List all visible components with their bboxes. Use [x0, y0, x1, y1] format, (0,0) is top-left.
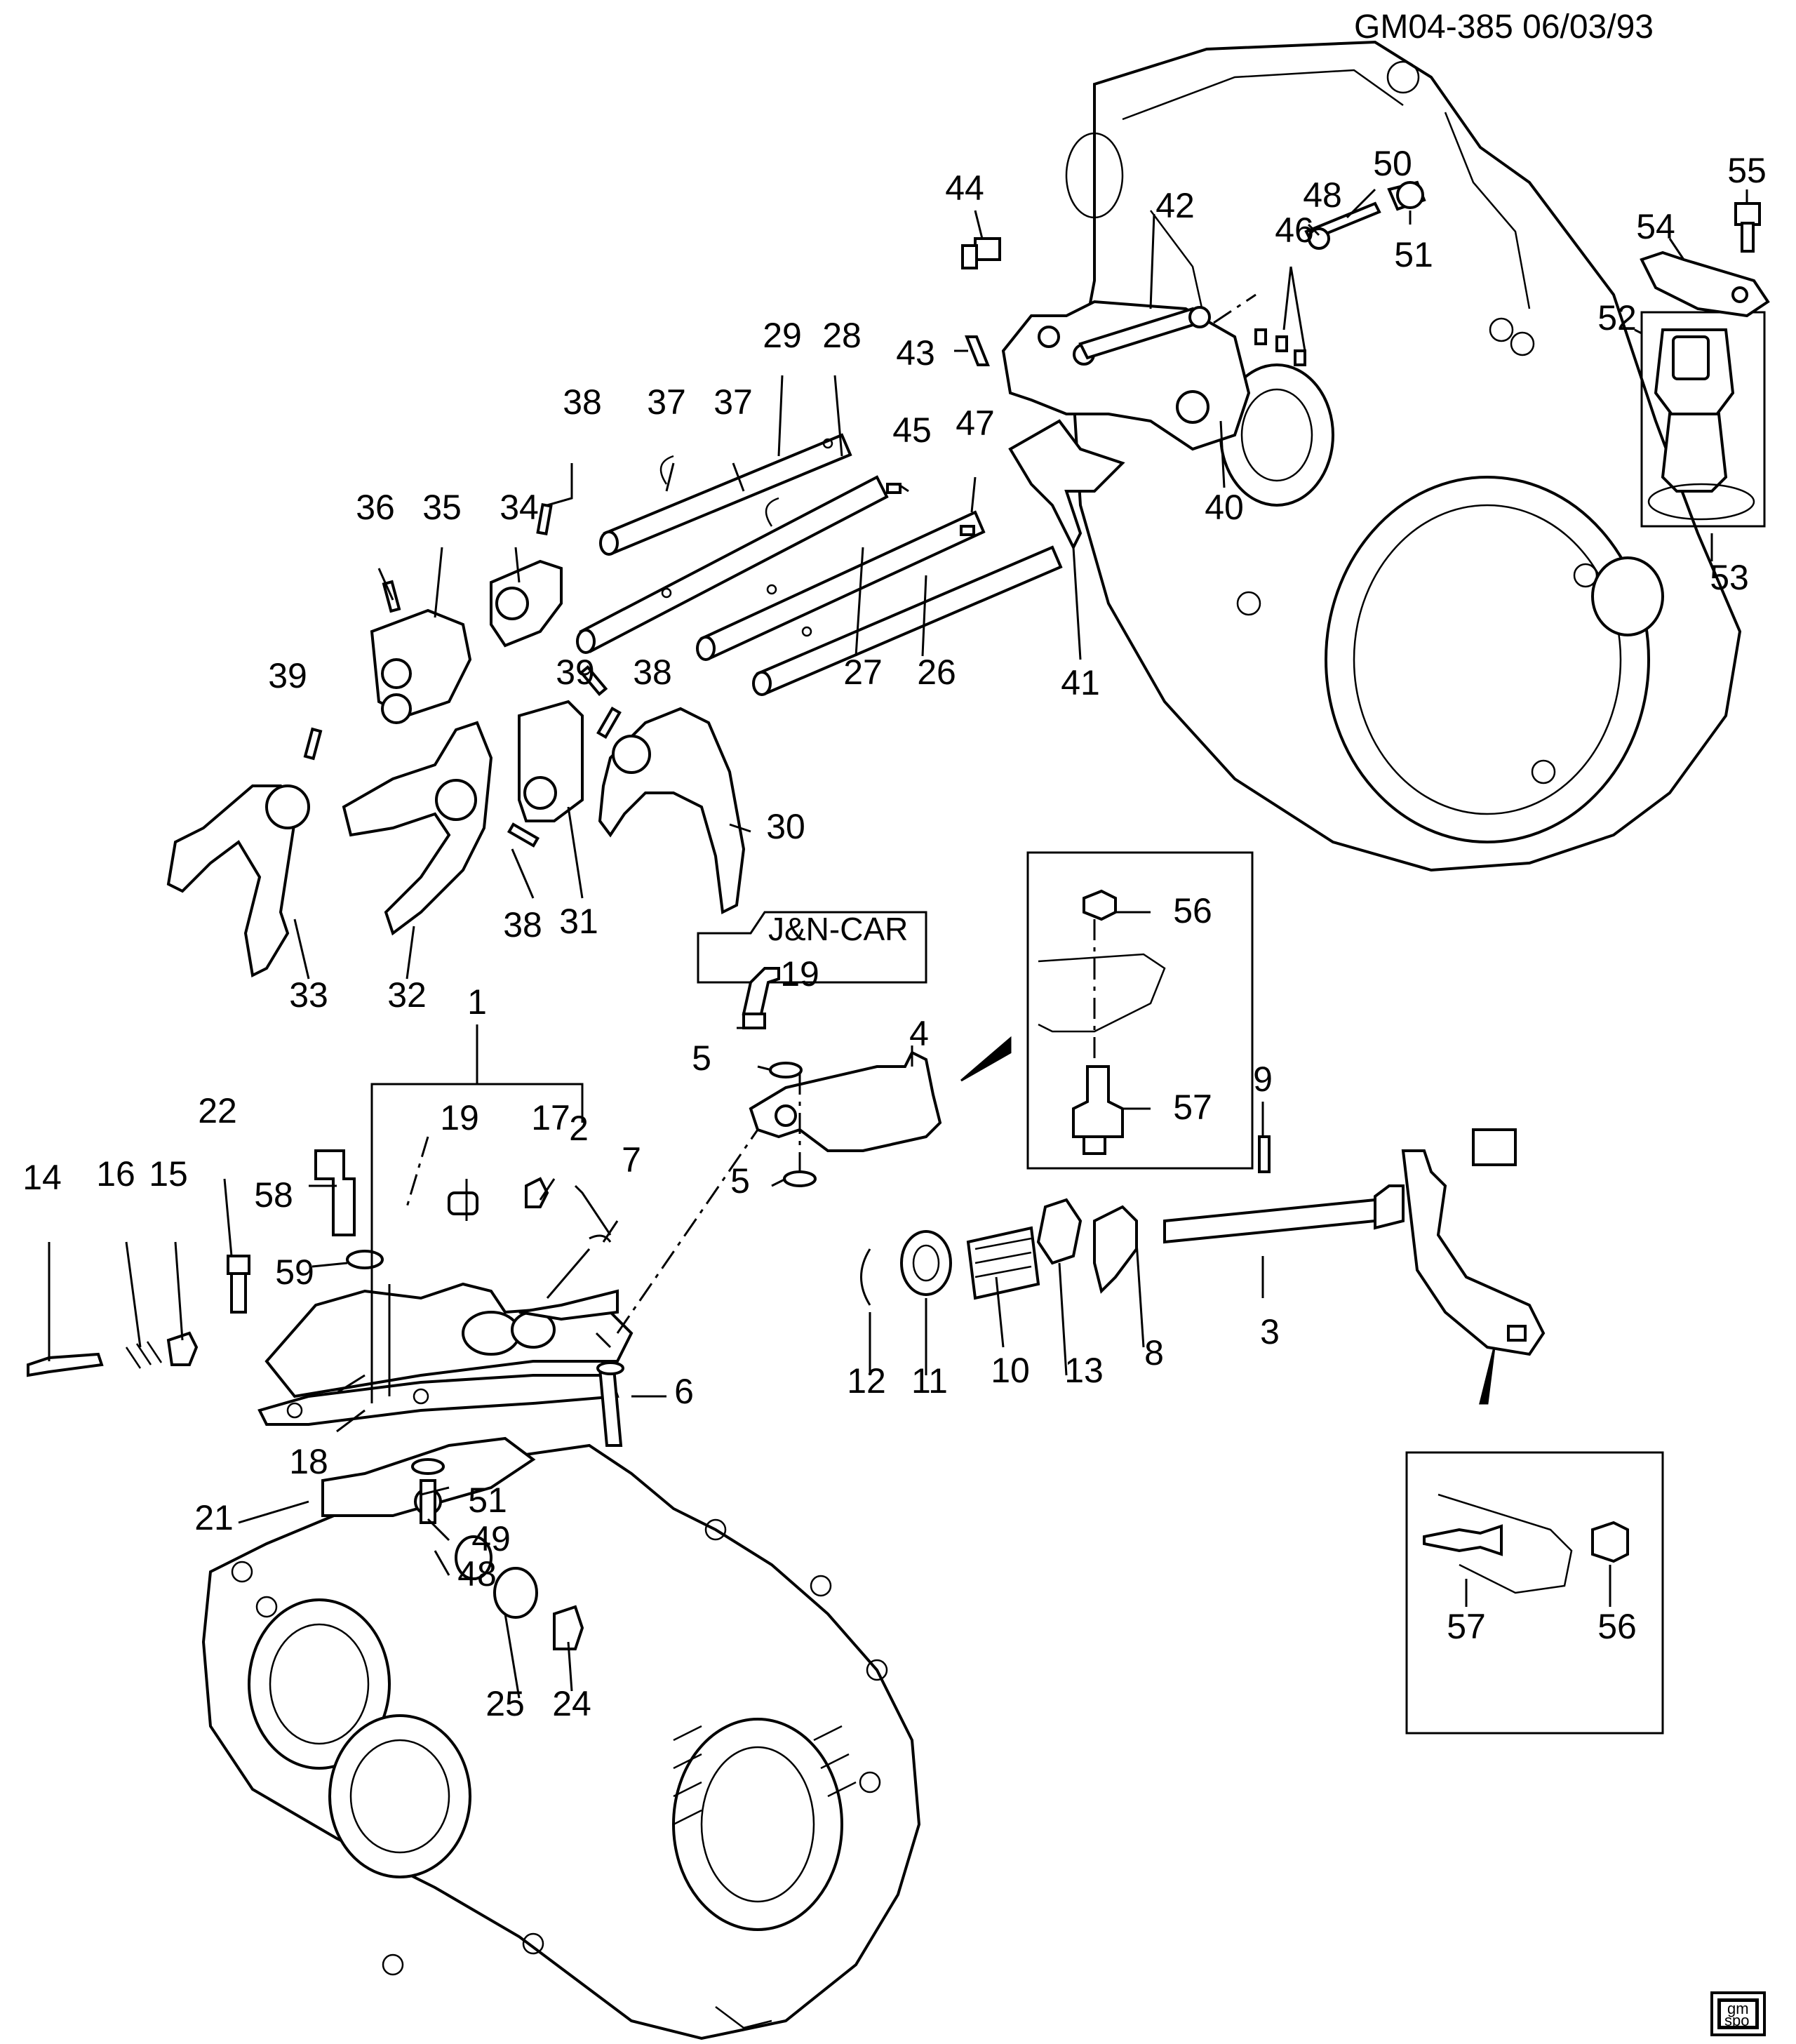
inset-box-56-57 [960, 851, 1254, 1170]
callout-28: 28 [822, 316, 862, 355]
diagram-header-code: GM04-385 06/03/93 [1354, 8, 1654, 46]
callout-3: 3 [1260, 1312, 1280, 1351]
callout-59: 59 [275, 1253, 314, 1292]
callout-36: 36 [356, 488, 395, 527]
shift-rails [576, 433, 1063, 696]
callout-9: 9 [1253, 1060, 1273, 1099]
callout-37: 37 [647, 382, 686, 422]
callout-40: 40 [1205, 488, 1244, 527]
callout-24: 24 [552, 1684, 591, 1723]
callout-53: 53 [1710, 558, 1749, 597]
interlock-lever [749, 1050, 942, 1187]
callout-48: 48 [457, 1554, 497, 1594]
callout-34: 34 [500, 488, 539, 527]
leader-lines [48, 188, 1748, 1699]
callout-48: 48 [1303, 175, 1342, 215]
callout-31: 31 [559, 902, 598, 941]
callout-30: 30 [766, 807, 805, 846]
callout-17: 17 [531, 1098, 570, 1137]
inset-box-label: J&N-CAR [768, 911, 908, 947]
callout-52: 52 [1597, 298, 1637, 338]
transaxle-case-lower [201, 1436, 921, 2040]
callout-15: 15 [149, 1154, 188, 1194]
callout-56: 56 [1173, 891, 1212, 930]
shift-forks [166, 502, 746, 977]
callout-6: 6 [674, 1372, 694, 1411]
inset-box-lower [1405, 1347, 1664, 1735]
callout-41: 41 [1061, 663, 1100, 702]
callout-56: 56 [1597, 1607, 1637, 1646]
shift-shaft-assembly [860, 1128, 1546, 1356]
callout-33: 33 [289, 975, 328, 1015]
callout-5: 5 [730, 1161, 750, 1201]
callout-32: 32 [387, 975, 427, 1015]
shift-cover-assembly [257, 1282, 634, 1426]
callout-57: 57 [1173, 1088, 1212, 1127]
callout-21: 21 [194, 1498, 234, 1537]
speed-sensor-group [1640, 202, 1770, 528]
callout-22: 22 [198, 1091, 237, 1130]
callout-14: 14 [22, 1158, 62, 1197]
callout-38: 38 [563, 382, 602, 422]
callout-47: 47 [956, 403, 995, 443]
assembly-bracket-1 [370, 1024, 584, 1403]
transaxle-case-upper [1065, 40, 1742, 872]
callout-50: 50 [1373, 144, 1412, 183]
callout-19: 19 [440, 1098, 479, 1137]
callout-12: 12 [847, 1361, 886, 1401]
callout-18: 18 [289, 1442, 328, 1481]
callout-11: 11 [911, 1361, 948, 1401]
callout-13: 13 [1064, 1351, 1104, 1390]
callout-57: 57 [1447, 1607, 1486, 1646]
callout-29: 29 [763, 316, 802, 355]
callout-4: 4 [909, 1014, 929, 1053]
callout-5: 5 [692, 1038, 711, 1078]
alignment-lines [406, 293, 1256, 1334]
callout-19: 19 [780, 954, 819, 994]
callout-37: 37 [713, 382, 753, 422]
callout-58: 58 [254, 1175, 293, 1215]
callout-2: 2 [569, 1109, 589, 1148]
gmspo-logo: gm spo [1710, 1991, 1766, 2036]
callout-49: 49 [471, 1519, 511, 1558]
callout-38: 38 [633, 653, 672, 692]
callout-1: 1 [467, 982, 487, 1022]
callout-45: 45 [892, 410, 932, 450]
callout-46: 46 [1275, 211, 1314, 250]
callout-43: 43 [896, 333, 935, 373]
callout-8: 8 [1144, 1333, 1164, 1372]
callout-7: 7 [622, 1140, 641, 1180]
callout-39: 39 [268, 656, 307, 695]
fasteners-upper [961, 180, 1426, 366]
shift-bracket-plate [1001, 300, 1251, 551]
callout-51: 51 [1394, 235, 1433, 274]
callout-44: 44 [945, 168, 984, 208]
callout-16: 16 [96, 1154, 135, 1194]
callout-10: 10 [991, 1351, 1030, 1390]
logo-line-1: gm [1727, 2000, 1749, 2017]
callout-27: 27 [843, 653, 883, 692]
jn-car-inset: J&N-CAR [697, 911, 927, 1029]
fasteners-left [27, 1149, 624, 1447]
callout-54: 54 [1636, 207, 1675, 246]
callout-35: 35 [422, 488, 462, 527]
logo-line-2: spo [1724, 2012, 1749, 2029]
callout-42: 42 [1155, 186, 1195, 225]
callout-55: 55 [1727, 151, 1767, 190]
callout-39: 39 [556, 653, 595, 692]
callout-51: 51 [468, 1481, 507, 1520]
callout-38: 38 [503, 905, 542, 944]
callout-26: 26 [917, 653, 956, 692]
callout-25: 25 [485, 1684, 525, 1723]
